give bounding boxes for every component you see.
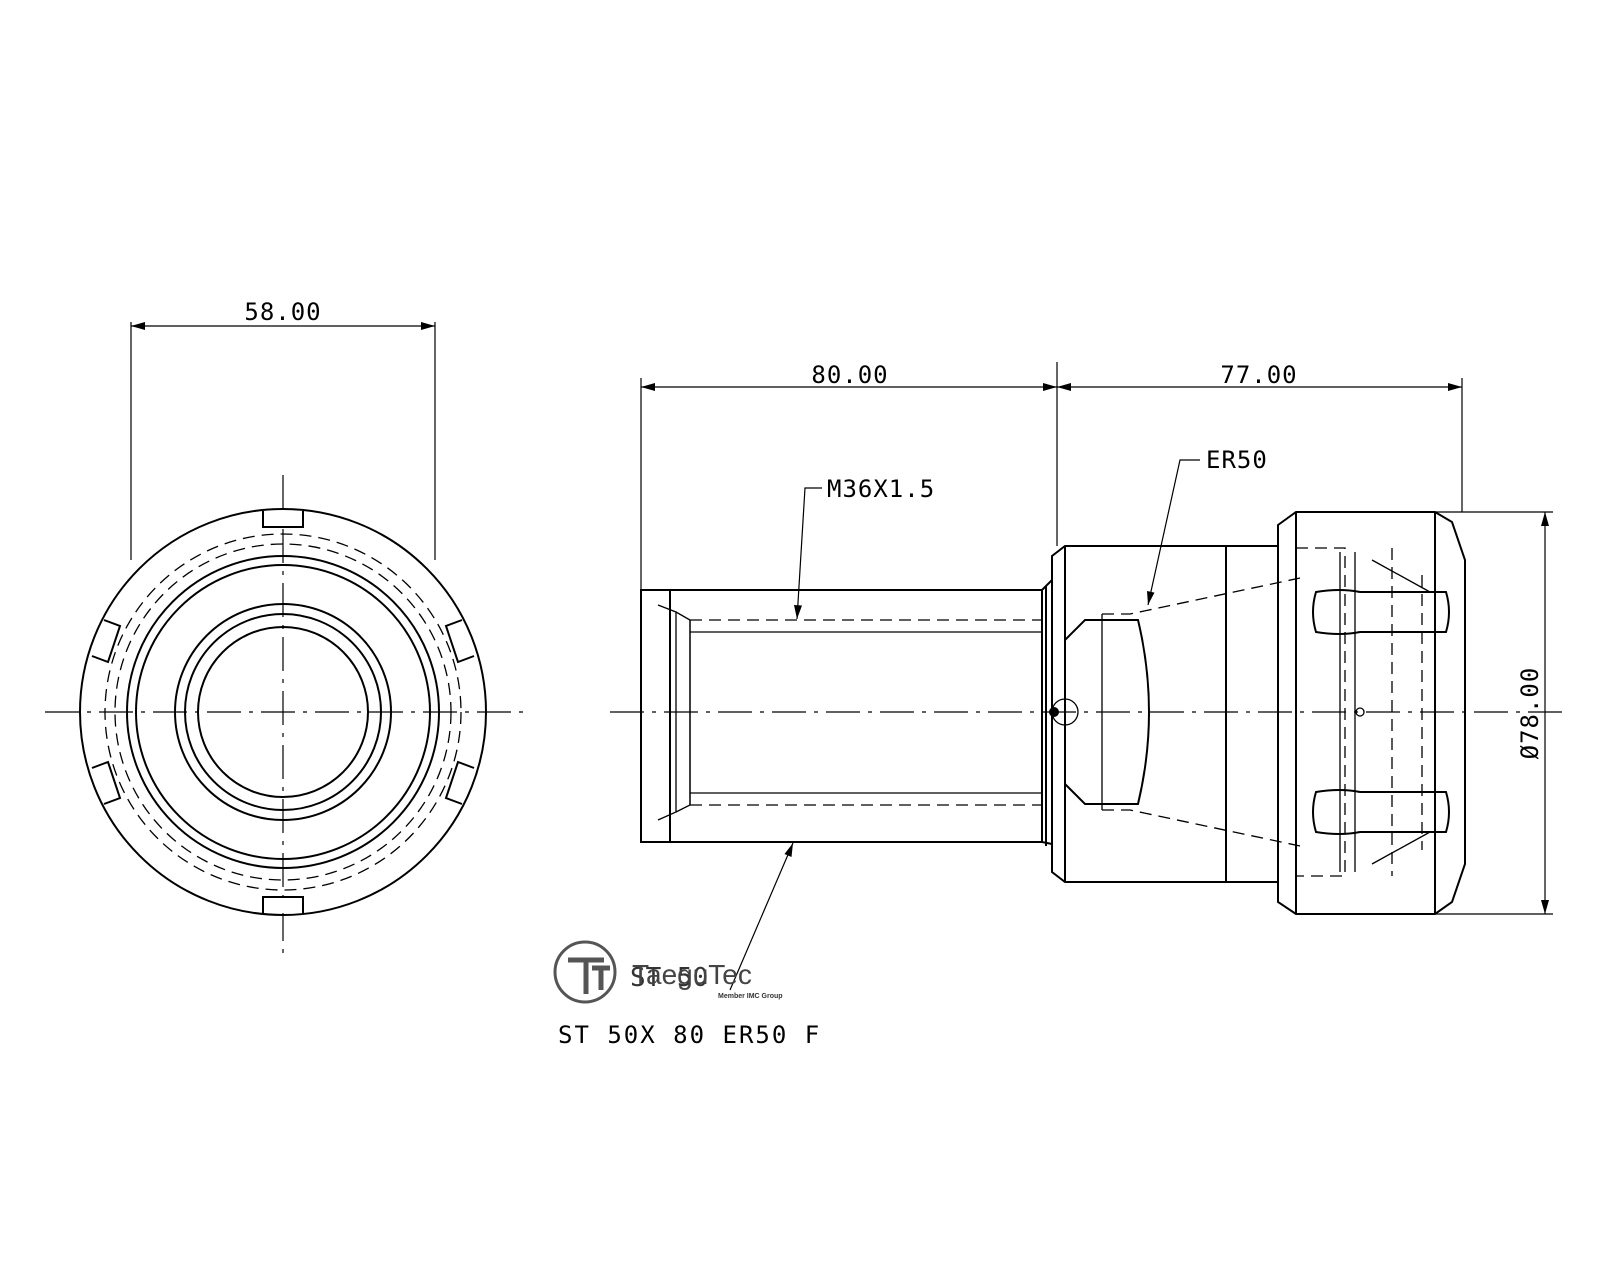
hidden-thread-circle [114,543,452,881]
dim-77-label: 77.00 [1220,361,1297,389]
logo-tt-mark [568,957,610,994]
dim-80-label: 80.00 [811,361,888,389]
bore-mid-circle [184,613,382,811]
logo-tagline: Member IMC Group [718,993,783,1000]
bore-inner-circle [197,626,369,798]
hidden-thread-circle-2 [104,533,462,891]
dim-78-label: Ø78.00 [1516,667,1544,760]
nut-center-dot [1355,707,1365,717]
side-view: 80.00 77.00 Ø78.00 M36X1.5 ER50 [610,361,1565,991]
center-mark [1049,707,1059,717]
front-view: 58.00 [45,298,523,960]
bore-outer-circle [174,603,392,821]
logo-emblem [553,940,617,1004]
logo-overprint: ST 50 [630,963,708,993]
thread-callout: M36X1.5 [827,475,935,503]
diameter-dimension: Ø78.00 [1435,511,1553,915]
body-circle [126,555,440,869]
length-dimensions: 80.00 77.00 [640,361,1463,590]
dim-58-label: 58.00 [244,298,321,326]
brand-logo: ST 50 TaeguTec Member IMC Group [553,940,783,1004]
shank [640,577,1053,846]
inner-body-circle [135,564,431,860]
collet-callout: ER50 [1206,446,1268,474]
callouts: M36X1.5 ER50 [729,446,1268,991]
dim-arrows [641,383,1462,391]
outer-nut-circle [79,508,487,916]
part-number: ST 50X 80 ER50 F [558,1021,821,1049]
chuck-body [1049,545,1301,883]
collet-nut [1277,511,1466,915]
logo-wordmark: TaeguTec [632,959,752,990]
nut-slots [91,511,475,913]
